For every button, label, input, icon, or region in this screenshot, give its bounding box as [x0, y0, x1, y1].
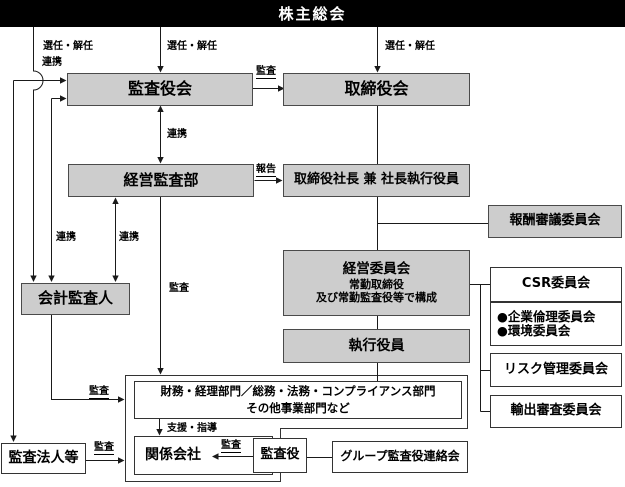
edge-label-support-guidance: 支援・指導 — [167, 423, 217, 434]
box-audit-board: 監査役会 — [67, 73, 253, 106]
edge-label-audit-container-accounting: 監査 — [89, 386, 109, 399]
edge-label-appoint-dismiss-accounting: 選任・解任 — [43, 41, 93, 52]
ethics-committee-label: ●企業倫理委員会 — [497, 308, 596, 324]
box-audit-firms: 監査法人等 — [1, 443, 86, 474]
edge-label-appoint-dismiss-directors: 選任・解任 — [385, 41, 435, 52]
box-compensation-committee: 報酬審議委員会 — [488, 205, 622, 238]
edge-label-appoint-dismiss-audit-board: 選任・解任 — [167, 41, 217, 52]
management-committee-line3: 及び常勤監査役等で構成 — [316, 290, 437, 304]
management-committee-title: 経営委員会 — [342, 260, 411, 277]
box-management-audit-dept: 経営監査部 — [68, 164, 254, 197]
box-ethics-environment-committee: ●企業倫理委員会 ●環境委員会 — [490, 302, 622, 346]
edge-label-report: 報告 — [256, 164, 276, 177]
edge-label-audit-departments: 監査 — [169, 283, 189, 294]
edge-label-cooperation-audit-firms: 連携 — [42, 57, 62, 68]
environment-committee-label: ●環境委員会 — [497, 323, 571, 338]
box-president: 取締役社長 兼 社長執行役員 — [283, 164, 470, 197]
box-departments: 財務・経理部門／総務・法務・コンプライアンス部門 その他事業部門など — [134, 381, 462, 419]
box-board-of-directors: 取締役会 — [283, 73, 470, 106]
arrowheads — [10, 66, 381, 464]
edge-label-audit-container-firms: 監査 — [94, 442, 114, 455]
edge-label-cooperation-accounting-left: 連携 — [56, 232, 76, 243]
departments-line2: その他事業部門など — [246, 401, 350, 415]
edge-label-audit-directors: 監査 — [256, 66, 276, 79]
box-accounting-auditor: 会計監査人 — [21, 283, 130, 315]
box-affiliates: 関係会社 — [134, 436, 273, 475]
box-group-auditor-liaison: グループ監査役連絡会 — [332, 441, 468, 473]
box-export-committee: 輸出審査委員会 — [490, 395, 622, 428]
box-risk-committee: リスク管理委員会 — [490, 353, 622, 387]
shareholders-meeting-title: 株主総会 — [278, 5, 347, 23]
departments-line1: 財務・経理部門／総務・法務・コンプライアンス部門 — [160, 384, 436, 399]
shareholders-meeting-bar: 株主総会 — [0, 0, 625, 27]
box-auditor: 監査役 — [253, 438, 307, 473]
edge-label-audit-affiliates: 監査 — [221, 440, 241, 453]
edge-label-cooperation-accounting-right: 連携 — [119, 232, 139, 243]
box-csr-committee: CSR委員会 — [490, 267, 622, 302]
edge-label-cooperation-audit-dept: 連携 — [167, 129, 187, 140]
box-executive-officers: 執行役員 — [283, 329, 470, 363]
management-committee-line2: 常勤取締役 — [349, 278, 404, 292]
connector-paths — [13, 27, 490, 461]
box-management-committee: 経営委員会 常勤取締役 及び常勤監査役等で構成 — [283, 250, 470, 316]
